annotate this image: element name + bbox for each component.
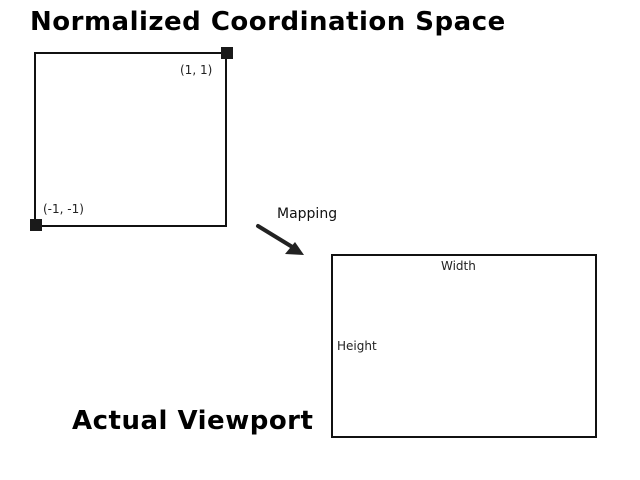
viewport-box <box>331 254 597 438</box>
mapping-label: Mapping <box>277 206 338 222</box>
viewport-height-label: Height <box>337 339 377 353</box>
corner-marker-top-right-icon <box>221 47 233 59</box>
label-bottom-left-coordinate: (-1, -1) <box>43 202 84 216</box>
title-normalized-space: Normalized Coordination Space <box>30 7 506 37</box>
corner-marker-bottom-left-icon <box>30 219 42 231</box>
label-top-right-coordinate: (1, 1) <box>180 63 213 77</box>
viewport-width-label: Width <box>441 259 476 273</box>
mapping-arrow-icon <box>256 224 304 255</box>
normalized-space-box <box>34 52 227 227</box>
title-actual-viewport: Actual Viewport <box>72 406 314 436</box>
